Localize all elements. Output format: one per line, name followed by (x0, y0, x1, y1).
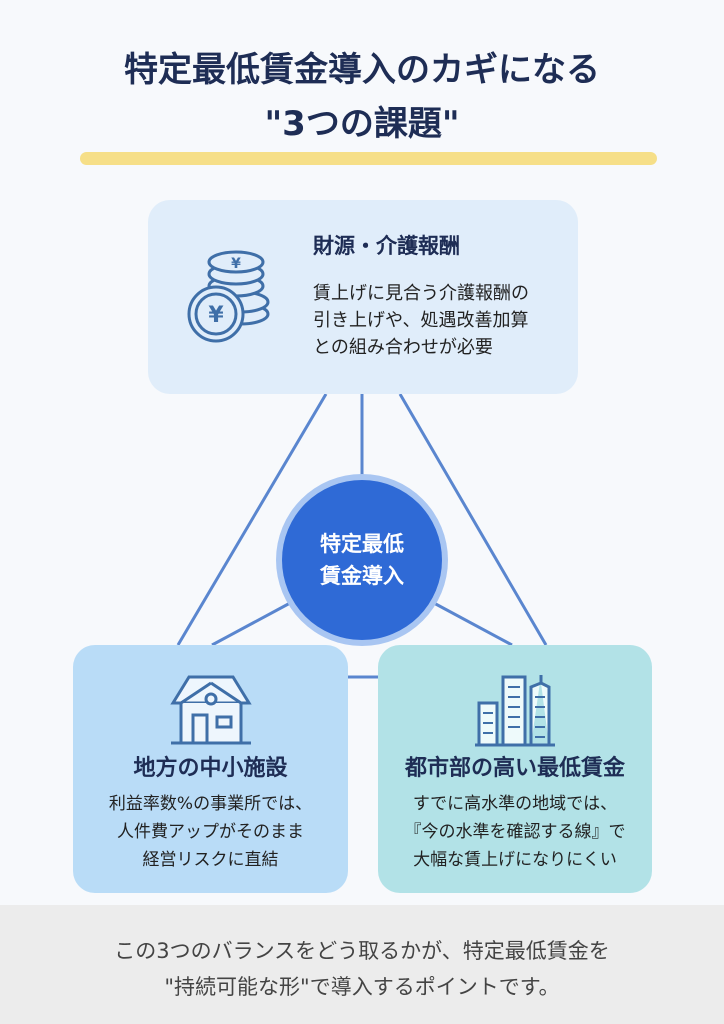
card-heading: 財源・介護報酬 (313, 234, 460, 258)
connector-top-left (176, 393, 328, 646)
house-icon (73, 673, 348, 749)
connector-top-right (398, 393, 548, 646)
yen-coins-icon: ¥ ¥ (186, 250, 286, 350)
hub-line1: 特定最低 (320, 532, 404, 556)
svg-text:¥: ¥ (231, 256, 241, 272)
connector-center-left (211, 600, 293, 647)
desc-line: 賃上げに見合う介護報酬の (313, 283, 529, 304)
card-description: 利益率数%の事業所では、 人件費アップがそのまま 経営リスクに直結 (73, 790, 348, 874)
city-buildings-icon (378, 673, 652, 751)
card-description: すでに高水準の地域では、 『今の水準を確認する線』で 大幅な賃上げになりにくい (378, 790, 652, 874)
footer-summary: この3つのバランスをどう取るかが、特定最低賃金を "持続可能な形"で導入するポイン… (0, 905, 724, 1024)
connector-center-right (431, 600, 513, 647)
desc-line: との組み合わせが必要 (313, 337, 493, 358)
footer-line2: "持続可能な形"で導入するポイントです。 (164, 975, 560, 999)
svg-text:¥: ¥ (208, 303, 224, 328)
hub-line2: 賃金導入 (320, 564, 404, 588)
card-description: 賃上げに見合う介護報酬の 引き上げや、処遇改善加算 との組み合わせが必要 (313, 280, 529, 361)
footer-line1: この3つのバランスをどう取るかが、特定最低賃金を (114, 939, 610, 963)
desc-line: 利益率数%の事業所では、 (108, 794, 313, 814)
center-hub: 特定最低賃金導入 (282, 480, 442, 640)
card-rural-facilities: 地方の中小施設 利益率数%の事業所では、 人件費アップがそのまま 経営リスクに直… (73, 645, 348, 893)
card-urban-minimum-wage: 都市部の高い最低賃金 すでに高水準の地域では、 『今の水準を確認する線』で 大幅… (378, 645, 652, 893)
desc-line: 引き上げや、処遇改善加算 (313, 310, 529, 331)
card-heading: 地方の中小施設 (133, 756, 288, 781)
page-title-line1: 特定最低賃金導入のカギになる (124, 50, 600, 90)
page-title-line2: "3つの課題" (264, 104, 460, 144)
card-funding: ¥ ¥ 財源・介護報酬 賃上げに見合う介護報酬の 引き上げや、処遇改善加算 との… (148, 200, 578, 394)
desc-line: すでに高水準の地域では、 (412, 794, 618, 814)
title-underline (80, 152, 657, 165)
card-heading: 都市部の高い最低賃金 (404, 756, 625, 781)
desc-line: 人件費アップがそのまま (117, 822, 304, 842)
desc-line: 大幅な賃上げになりにくい (413, 850, 617, 870)
desc-line: 経営リスクに直結 (142, 850, 279, 870)
desc-line: 『今の水準を確認する線』で (404, 822, 626, 842)
